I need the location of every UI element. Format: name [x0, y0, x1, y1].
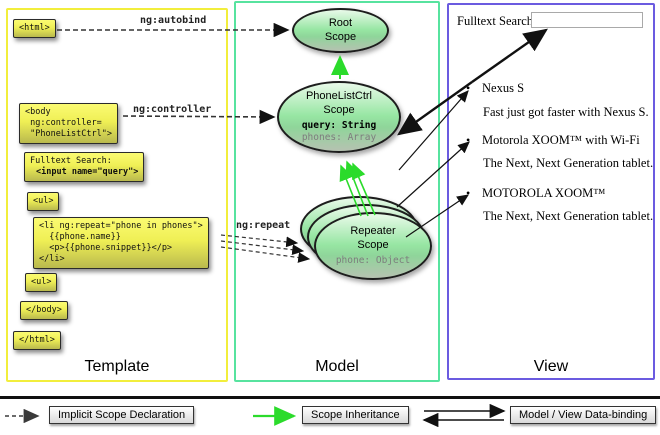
view-search-label: Fulltext Search: [457, 14, 537, 28]
view-panel-label: View [533, 358, 569, 375]
view-item-title-text: Motorola XOOM™ with Wi-Fi [482, 133, 640, 147]
template-panel-label: Template [84, 358, 150, 375]
repeater-scope-title: Repeater Scope [350, 225, 396, 251]
view-item-title: • Motorola XOOM™ with Wi-Fi [466, 133, 640, 148]
phonelistctrl-scope-ellipse: PhoneListCtrl Scope query: String phones… [277, 81, 401, 153]
repeater-scope-ellipse: Repeater Scope phone: Object [314, 212, 432, 280]
code-box-fulltext: Fulltext Search:<input name="query"> [24, 152, 145, 183]
view-item-desc: Fast just got faster with Nexus S. [483, 105, 649, 119]
legend-scope-inheritance: Scope Inheritance [302, 406, 409, 424]
legend-implicit-scope: Implicit Scope Declaration [49, 406, 195, 424]
repeater-scope-props: phone: Object [336, 255, 410, 267]
fulltext-label-line: Fulltext Search: [30, 156, 112, 166]
view-item-desc: The Next, Next Generation tablet. [483, 209, 654, 223]
phones-property: phones: Array [301, 131, 377, 143]
model-panel [234, 1, 440, 382]
view-item-title: • Nexus S [466, 81, 524, 96]
ng-repeat-label: ng:repeat [236, 220, 291, 231]
bullet-icon: • [466, 133, 471, 147]
legend-data-binding: Model / View Data-binding [510, 406, 657, 424]
phonelistctrl-scope-title: PhoneListCtrl Scope [305, 90, 373, 116]
root-scope-ellipse: Root Scope [292, 8, 389, 53]
bullet-icon: • [466, 186, 471, 200]
view-item-title-text: MOTOROLA XOOM™ [482, 186, 606, 200]
view-item-title-text: Nexus S [482, 81, 525, 95]
phone-property: phone: Object [335, 254, 411, 266]
code-box-body-close: </body> [20, 301, 68, 321]
template-panel [6, 8, 228, 382]
code-box-ul-close: <ul> [25, 273, 58, 293]
code-box-ul-open: <ul> [27, 192, 60, 212]
view-item-title: • MOTOROLA XOOM™ [466, 186, 606, 201]
code-box-html-open: <html> [13, 19, 56, 39]
code-box-li-repeat: <li ng:repeat="phone in phones"> {{phone… [33, 217, 209, 270]
code-box-body-open: <body ng:controller= "PhoneListCtrl"> [19, 103, 118, 145]
code-box-html-close: </html> [13, 331, 61, 351]
view-search-input[interactable] [531, 12, 643, 28]
legend-separator [0, 396, 660, 399]
fulltext-input-line: <input name="query"> [36, 167, 139, 178]
phonelistctrl-scope-props: query: String phones: Array [302, 120, 376, 144]
ng-controller-label: ng:controller [133, 104, 212, 115]
query-property: query: String [301, 119, 377, 131]
bullet-icon: • [466, 81, 471, 95]
model-panel-label: Model [315, 358, 359, 375]
root-scope-title: Root Scope [324, 17, 357, 43]
view-item-desc: The Next, Next Generation tablet. [483, 156, 654, 170]
ng-autobind-label: ng:autobind [140, 15, 207, 26]
